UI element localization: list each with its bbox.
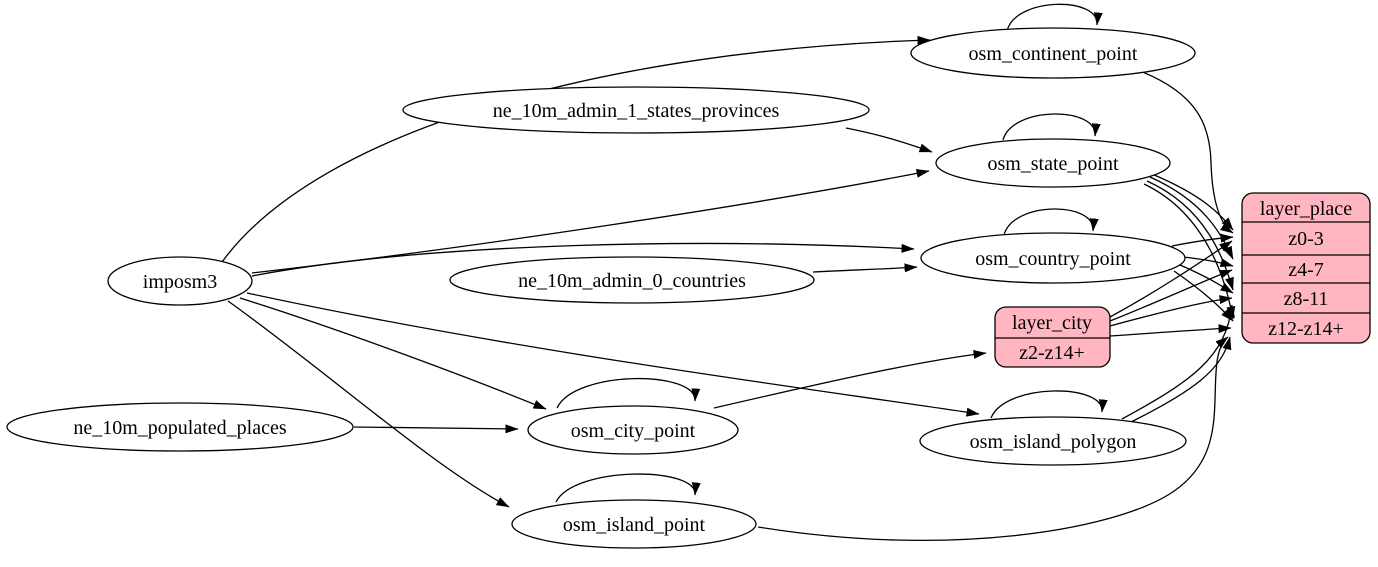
node-ne_10m_admin_0_countries-label: ne_10m_admin_0_countries: [518, 270, 746, 292]
layer_place-title: layer_place: [1260, 198, 1352, 220]
node-osm_continent_point-shape: [910, 27, 1196, 79]
layer_city-row-z2-z14: z2-z14+: [1019, 342, 1085, 364]
edge-osm_island_polygon-self-loop: [990, 390, 1108, 419]
node-osm_country_point-label: osm_country_point: [975, 248, 1131, 270]
layer_place-row-z0-3: z0-3: [1288, 228, 1324, 250]
node-osm_city_point-label: osm_city_point: [571, 420, 696, 442]
edge-osm_country_point-to-layer_place-z0-3: [1171, 233, 1234, 247]
node-osm_city_point-shape: [527, 405, 739, 455]
edge-osm_country_point-self-loop: [1003, 208, 1099, 236]
node-ne_10m_admin_0_countries-shape: [449, 256, 815, 304]
edge-osm_country_point-to-layer_place-z12-z14: [1173, 270, 1234, 322]
node-osm_state_point-label: osm_state_point: [987, 153, 1119, 175]
layer_place-row-z8-11: z8-11: [1284, 288, 1329, 310]
node-ne_10m_populated_places-shape: [6, 402, 354, 452]
edge-layer_city-to-layer_place-z0-3: [1109, 240, 1233, 318]
node-ne_10m_admin_1_states_provinces-label: ne_10m_admin_1_states_provinces: [493, 100, 780, 122]
node-ne_10m_populated_places-label: ne_10m_populated_places: [73, 417, 286, 439]
edge-layer_city-to-layer_place-z12-z14: [1109, 324, 1232, 337]
edge-osm_island_point-self-loop: [555, 473, 701, 503]
edge-ne_10m_populated_places-to-osm_city_point: [353, 424, 519, 434]
edge-osm_island_point-to-layer_place-z12-z14: [757, 336, 1229, 541]
node-osm_island_point-label: osm_island_point: [563, 514, 706, 536]
edge-imposm3-to-osm_island_polygon: [246, 292, 980, 417]
edge-osm_continent_point-self-loop: [1006, 3, 1103, 32]
edge-imposm3-to-osm_continent_point: [221, 35, 931, 263]
node-layer_city: layer_city z2-z14+: [994, 306, 1111, 368]
edge-osm_country_point-to-layer_place-z4-7: [1182, 256, 1234, 268]
edge-osm_state_point-to-layer_place-z0-3: [1151, 173, 1234, 231]
edge-ne_10m_admin_0_countries-to-osm_country_point: [812, 263, 918, 273]
edge-osm_state_point-self-loop: [1002, 113, 1101, 141]
edge-osm_state_point-to-layer_place-z8-11: [1146, 180, 1234, 291]
edge-imposm3-to-osm_country_point: [251, 242, 915, 277]
node-layer_city-shape: [994, 306, 1111, 368]
node-ne_10m_populated_places: ne_10m_populated_places: [6, 402, 354, 452]
node-ne_10m_admin_0_countries: ne_10m_admin_0_countries: [449, 256, 815, 304]
node-ne_10m_admin_1_states_provinces: ne_10m_admin_1_states_provinces: [402, 86, 870, 134]
node-ne_10m_admin_1_states_provinces-shape: [402, 86, 870, 134]
edge-ne_10m_admin_1_states_provinces-to-osm_state_point: [845, 127, 933, 153]
edge-osm_island_polygon-to-layer_place-z8-11: [1121, 304, 1236, 420]
edges: [221, 3, 1236, 541]
edge-osm_city_point-to-layer_city-z2-z14: [713, 349, 987, 409]
node-osm_island_polygon: osm_island_polygon: [919, 416, 1187, 466]
edge-osm_city_point-self-loop: [556, 377, 701, 409]
edge-layer_city-to-layer_place-z8-11: [1109, 295, 1233, 327]
edge-imposm3-to-osm_island_point: [227, 300, 510, 508]
layer_city-title: layer_city: [1012, 312, 1092, 334]
edge-imposm3-to-osm_city_point: [239, 297, 547, 410]
node-layer_place-shape: [1241, 192, 1371, 344]
edge-layer_city-to-layer_place-z4-7: [1109, 269, 1233, 322]
node-osm_state_point-shape: [935, 138, 1171, 188]
node-osm_island_point-shape: [511, 499, 757, 549]
layer_place-row-z12-z14: z12-z14+: [1268, 318, 1344, 340]
edge-osm_continent_point-to-layer_place-z0-3: [1139, 70, 1234, 234]
node-osm_island_point: osm_island_point: [511, 499, 757, 549]
node-osm_continent_point: osm_continent_point: [910, 27, 1196, 79]
edge-osm_country_point-to-layer_place-z8-11: [1179, 264, 1234, 294]
node-osm_island_polygon-shape: [919, 416, 1187, 466]
node-osm_island_polygon-label: osm_island_polygon: [970, 431, 1137, 453]
layer_place-row-z4-7: z4-7: [1288, 259, 1324, 281]
node-osm_continent_point-label: osm_continent_point: [969, 43, 1138, 65]
node-layer_place: layer_place z0-3 z4-7 z8-11 z12-z14+: [1241, 192, 1371, 344]
node-osm_state_point: osm_state_point: [935, 138, 1171, 188]
node-imposm3: imposm3: [107, 256, 253, 306]
node-osm_city_point: osm_city_point: [527, 405, 739, 455]
node-imposm3-shape: [107, 256, 253, 306]
node-osm_country_point: osm_country_point: [920, 232, 1186, 284]
node-osm_country_point-shape: [920, 232, 1186, 284]
node-imposm3-label: imposm3: [143, 271, 217, 293]
